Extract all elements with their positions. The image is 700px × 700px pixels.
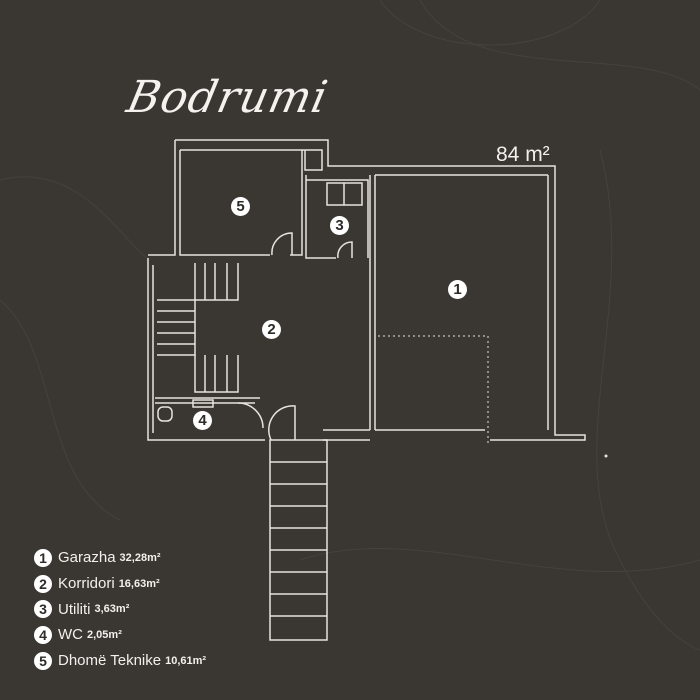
legend-name: Garazha — [58, 549, 116, 567]
exterior-stairs — [269, 439, 328, 641]
legend-number: 1 — [34, 548, 52, 567]
legend-size: 32,28m² — [119, 551, 161, 564]
total-area: 84 m² — [496, 143, 550, 166]
legend-name: Utiliti — [58, 600, 91, 618]
wc-fixtures — [157, 182, 363, 422]
room-tag-2: 2 — [262, 320, 281, 339]
legend-size: 16,63m² — [118, 577, 160, 590]
garage-car-outline — [378, 335, 489, 445]
doors — [237, 232, 353, 441]
legend-number: 3 — [34, 600, 52, 619]
legend-name: Dhomë Teknike — [58, 652, 162, 670]
room-tag-1: 1 — [448, 280, 467, 299]
interior-stairs — [157, 263, 239, 393]
legend-number: 5 — [34, 651, 52, 670]
legend-name: Korridori — [58, 575, 115, 593]
legend-name: WC — [58, 626, 83, 644]
legend-number: 4 — [34, 625, 52, 644]
legend-size: 10,61m² — [165, 654, 207, 667]
room-tag-4: 4 — [193, 411, 212, 430]
room-tag-3: 3 — [330, 216, 349, 235]
room-tag-5: 5 — [231, 197, 250, 216]
legend-size: 3,63m² — [94, 603, 130, 616]
walls — [147, 139, 586, 441]
legend-number: 2 — [34, 574, 52, 593]
legend-item: 4 WC 2,05m² — [34, 622, 206, 648]
contour-lines — [0, 0, 700, 651]
floor-title: Bodrumi — [122, 72, 333, 123]
legend-size: 2,05m² — [87, 628, 122, 641]
